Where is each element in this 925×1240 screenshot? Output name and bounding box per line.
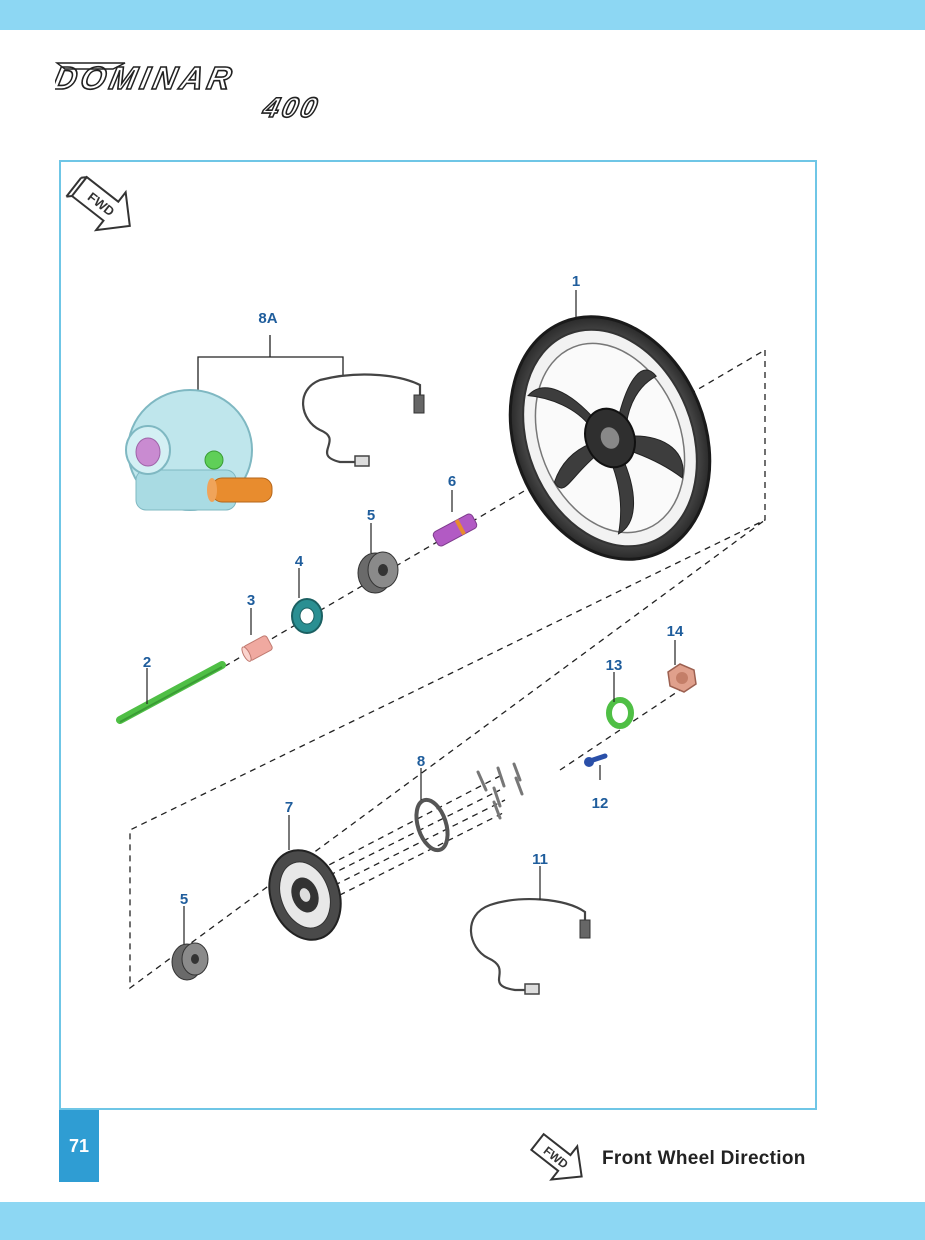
brake-disc [268,849,342,941]
axle-nut [667,663,697,693]
page-number-badge: 71 [59,1110,99,1182]
callout-8: 8 [417,753,425,770]
speedo-cable [302,373,425,467]
fwd-arrow-icon: FWD [65,175,131,232]
bearing-upper [357,551,399,594]
callout-1: 1 [572,273,580,290]
dominar-400-logo: DOMINAR 400 [55,60,324,125]
disc-bolt-line-4 [309,811,506,911]
logo-model-text: 400 [259,92,324,124]
front-axle [116,661,226,724]
logo-text: DOMINAR [55,60,239,96]
sensor-ring [414,797,450,853]
callout-11: 11 [532,851,548,868]
abs-sensor-cable [469,898,591,995]
callout-13: 13 [606,657,623,674]
disc-bolt-line-1 [299,775,501,881]
sensor-bolt [584,753,608,767]
callout-5-upper: 5 [367,507,375,524]
callout-8a: 8A [258,310,277,327]
diagram-frame [59,160,817,1110]
nut-axis-line [559,689,681,771]
fwd-legend-arrow-icon: FWD [529,1132,583,1181]
callout-7: 7 [285,799,293,816]
speedo-drive-housing [125,389,273,511]
assembly-outline-dashed [129,350,766,990]
disc-bolt-line-3 [304,799,506,901]
callout-5-lower: 5 [180,891,188,908]
bearing-lower [171,942,209,981]
callout-14: 14 [667,623,684,640]
bottom-color-band [0,1202,925,1240]
front-wheel [508,315,712,561]
oil-seal [291,598,323,634]
fwd-legend: FWD Front Wheel Direction [528,1132,806,1186]
callout-4: 4 [295,553,304,570]
callout-12: 12 [592,795,609,812]
callout-3: 3 [247,592,255,609]
disc-bolts [476,762,524,820]
top-color-band [0,0,925,30]
callout-6: 6 [448,473,456,490]
washer [606,697,634,729]
axle-sleeve [432,513,478,547]
bracket-8a [197,335,344,395]
fwd-legend-text: Front Wheel Direction [602,1148,806,1169]
callout-2: 2 [143,654,151,671]
spacer [241,635,273,662]
